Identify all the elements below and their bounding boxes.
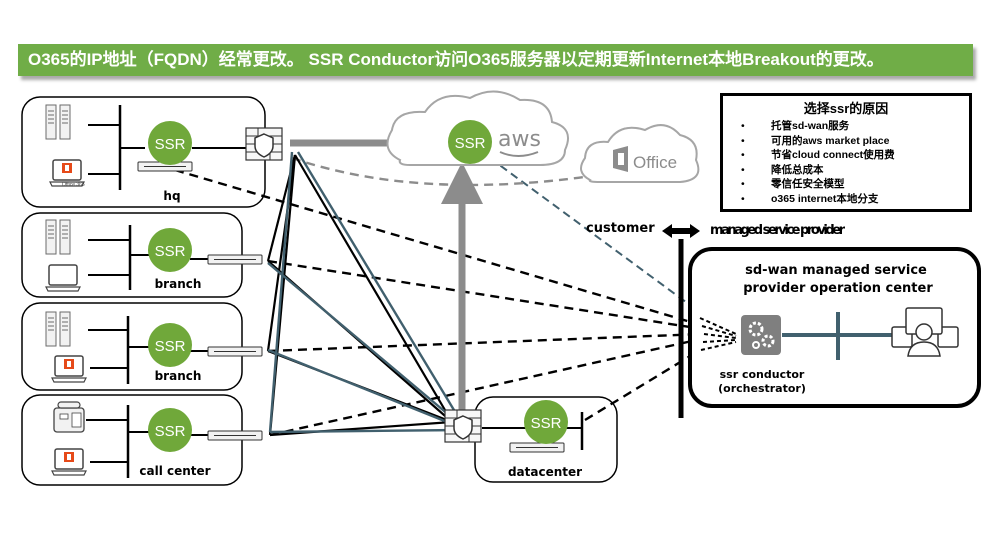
router-icon <box>207 430 263 441</box>
office-small-label: Office 365 <box>62 182 85 188</box>
site-branch2 <box>45 311 263 384</box>
office-laptop-icon <box>51 355 87 383</box>
noc-title-line2: provider operation center <box>743 281 933 296</box>
customer-label: customer <box>586 221 655 236</box>
double-arrow-icon <box>662 224 700 238</box>
legend-item: 托管sd-wan服务 <box>741 119 961 134</box>
router-icon <box>207 346 263 357</box>
legend-list: 托管sd-wan服务 可用的aws market place 节省cloud c… <box>731 119 961 206</box>
overlay-links <box>174 122 729 437</box>
office-logo-text: Office <box>633 153 677 172</box>
svg-text:SSR: SSR <box>531 415 562 432</box>
site-call-center <box>51 401 263 478</box>
office-logo-icon <box>613 146 628 172</box>
noc-box <box>688 247 981 408</box>
conductor-gear-icon <box>741 315 781 355</box>
conductor-sublabel: (orchestrator) <box>718 382 806 395</box>
server-icon <box>45 219 71 255</box>
operator-icon <box>891 307 959 357</box>
conductor-fan <box>699 317 737 351</box>
router-icon <box>509 442 565 453</box>
office-laptop-icon <box>51 448 87 476</box>
server-icon <box>45 104 71 140</box>
site-hq <box>45 104 283 190</box>
site-label-call-center: call center <box>139 464 210 478</box>
legend-item: o365 internet本地分支 <box>741 192 961 207</box>
ssr-badge-branch2: SSR <box>148 323 192 367</box>
conductor-label: ssr conductor <box>720 368 805 381</box>
legend-item: 零信任安全模型 <box>741 177 961 192</box>
aws-logo: aws <box>498 127 541 152</box>
site-label-branch2: branch <box>155 369 202 383</box>
legend-item: 可用的aws market place <box>741 134 961 149</box>
laptop-icon <box>45 264 81 292</box>
ssr-badge-datacenter: SSR <box>524 400 568 444</box>
office-cloud: Office <box>580 124 700 183</box>
legend-item: 节省cloud connect使用费 <box>741 148 961 163</box>
ssr-badge-aws: SSR <box>448 120 492 164</box>
site-box-hq <box>21 96 266 208</box>
noc-title-line1: sd-wan managed service <box>745 263 927 278</box>
router-icon <box>207 254 263 265</box>
svg-text:SSR: SSR <box>155 243 186 260</box>
phone-icon <box>53 401 85 433</box>
title-banner: O365的IP地址（FQDN）经常更改。 SSR Conductor访问O365… <box>18 44 973 76</box>
site-label-hq: hq <box>163 189 180 203</box>
legend-item: 降低总成本 <box>741 163 961 178</box>
svg-text:SSR: SSR <box>155 423 186 440</box>
managed-service-label: managed service provider <box>710 223 846 238</box>
svg-text:SSR: SSR <box>155 338 186 355</box>
svg-text:SSR: SSR <box>455 135 486 152</box>
ssr-badge-call-center: SSR <box>148 408 192 452</box>
firewall-icon <box>444 409 482 443</box>
site-branch1 <box>45 219 263 292</box>
svg-text:SSR: SSR <box>155 136 186 153</box>
legend-box: 选择ssr的原因 托管sd-wan服务 可用的aws market place … <box>720 93 972 212</box>
firewall-icon <box>245 127 283 161</box>
site-label-branch1: branch <box>155 277 202 291</box>
ssr-badge-branch1: SSR <box>148 228 192 272</box>
legend-title: 选择ssr的原因 <box>803 101 889 116</box>
ssr-badge-hq: SSR <box>148 121 192 165</box>
site-label-datacenter: datacenter <box>508 465 582 479</box>
server-icon <box>45 311 71 347</box>
